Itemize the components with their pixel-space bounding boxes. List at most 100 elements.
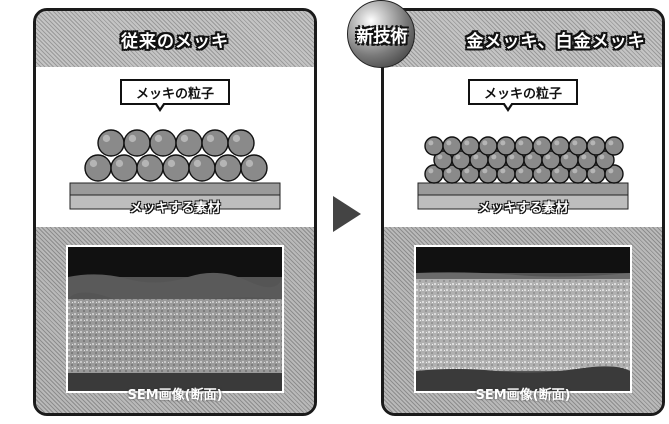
left-particle-r0-6-shine [245,159,254,168]
right-particle-r0-1-shine [446,168,452,174]
left-sem-svg [68,247,282,391]
left-sem-section: SEM画像(断面) [36,227,314,413]
right-particle-r2-1-shine [446,140,452,146]
right-sem-image [414,245,632,393]
left-particle-r0-3 [162,154,190,182]
left-particle-r0-0-shine [89,159,98,168]
right-title: 金メッキ、白金メッキ [466,31,646,52]
right-base-label: メッキする素材 [477,201,569,216]
left-particle-r0-6 [240,154,268,182]
right-particle-r2-2 [460,136,480,156]
left-sem-image [66,245,284,393]
left-particle-r0-1 [110,154,138,182]
right-particle-r2-6-shine [536,140,542,146]
right-particle-r1-4-shine [509,154,515,160]
right-diagram: メッキの粒子 メッキする素材 [384,67,662,227]
left-callout: メッキの粒子 [120,79,230,105]
right-particle-r2-7-shine [554,140,560,146]
left-particle-r0-2 [136,154,164,182]
new-technology-badge: 新技術 [356,27,408,47]
left-title: 従来のメッキ [121,31,229,52]
right-callout-tail-inner [504,102,512,108]
left-particle-r1-2-shine [154,134,163,143]
right-particle-r0-10-shine [608,168,614,174]
right-particle-r2-4 [496,136,516,156]
right-particle-r2-9-shine [590,140,596,146]
right-particle-r2-4-shine [500,140,506,146]
right-particle-r0-0-shine [428,168,434,174]
right-particle-r0-6-shine [536,168,542,174]
right-particle-r1-3-shine [491,154,497,160]
right-particle-r1-6-shine [545,154,551,160]
right-particle-r2-3 [478,136,498,156]
right-substrate-lower [417,194,629,210]
right-particle-r2-9 [586,136,606,156]
left-particle-r1-1 [123,129,151,157]
left-particle-r0-0 [84,154,112,182]
left-particle-r0-4 [188,154,216,182]
left-title-bar: 従来のメッキ [36,11,314,67]
right-particle-r2-3-shine [482,140,488,146]
left-particle-r1-0-shine [102,134,111,143]
left-particle-r1-0 [97,129,125,157]
right-callout: メッキの粒子 [468,79,578,105]
right-particle-diagram [417,136,629,210]
right-particle-r2-8-shine [572,140,578,146]
new-technology-panel: 金メッキ、白金メッキ メッキの粒子 メッキする素材 [381,8,665,416]
right-particle-r2-0 [424,136,444,156]
right-particle-r0-3-shine [482,168,488,174]
left-particle-r0-5-shine [219,159,228,168]
right-particle-r2-7 [550,136,570,156]
left-particle-r1-5 [227,129,255,157]
left-sem-caption: SEM画像(断面) [127,388,223,403]
left-particle-r1-2 [149,129,177,157]
left-substrate-lower [69,194,281,210]
right-particle-r0-9-shine [590,168,596,174]
left-base-label: メッキする素材 [129,201,221,216]
left-particle-r1-4-shine [206,134,215,143]
right-particle-r1-8-shine [581,154,587,160]
right-callout-label: メッキの粒子 [483,86,562,102]
right-particle-r1-1-shine [455,154,461,160]
left-callout-label: メッキの粒子 [135,86,214,102]
conventional-plating-panel: 従来のメッキ メッキの粒子 メッキする素材 [33,8,317,416]
right-sem-section: SEM画像(断面) [384,227,662,413]
right-particle-r1-0-shine [437,154,443,160]
left-callout-tail-inner [156,102,164,108]
right-particle-r2-5 [514,136,534,156]
left-particle-r1-4 [201,129,229,157]
right-particle-r2-2-shine [464,140,470,146]
right-particle-r2-1 [442,136,462,156]
right-particle-r1-9-shine [599,154,605,160]
right-particle-r0-7-shine [554,168,560,174]
left-particle-r0-3-shine [167,159,176,168]
right-particle-r0-8-shine [572,168,578,174]
left-diagram: メッキの粒子 メッキする素材 [36,67,314,227]
right-particle-r1-2-shine [473,154,479,160]
left-particle-r1-1-shine [128,134,137,143]
right-particle-r2-0-shine [428,140,434,146]
triangle-right-icon [333,196,361,232]
left-substrate [69,182,281,196]
right-sem-svg [416,247,630,391]
right-particle-r2-10 [604,136,624,156]
right-particle-r1-7-shine [563,154,569,160]
right-particle-r1-5-shine [527,154,533,160]
right-title-bar: 金メッキ、白金メッキ [384,11,662,67]
left-particle-r1-3-shine [180,134,189,143]
right-particle-r0-5-shine [518,168,524,174]
left-particle-r0-5 [214,154,242,182]
right-particle-r2-8 [568,136,588,156]
right-particle-r0-4-shine [500,168,506,174]
left-particle-r0-1-shine [115,159,124,168]
right-particle-r0-2-shine [464,168,470,174]
right-particle-r2-5-shine [518,140,524,146]
right-particle-r2-10-shine [608,140,614,146]
left-particle-diagram [69,129,281,210]
left-particle-r0-4-shine [193,159,202,168]
right-sem-caption: SEM画像(断面) [475,388,571,403]
left-particle-r1-5-shine [232,134,241,143]
sphere-icon [347,0,415,68]
right-particle-r2-6 [532,136,552,156]
left-particle-r0-2-shine [141,159,150,168]
